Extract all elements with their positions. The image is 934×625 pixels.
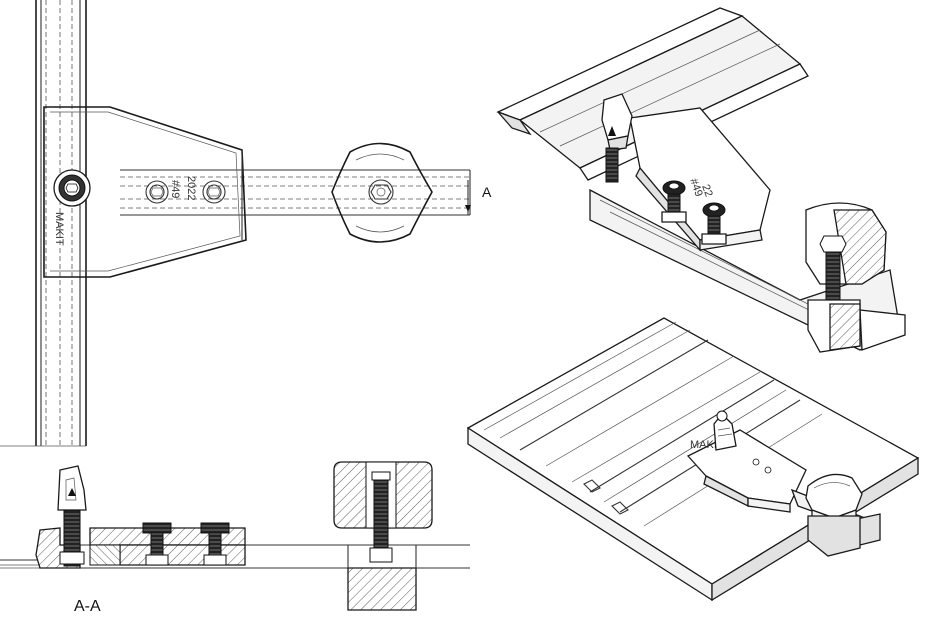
iso-assembly-star-knob bbox=[805, 473, 863, 557]
iso-assembly-clamp bbox=[713, 410, 737, 451]
section-label: A-A bbox=[74, 598, 101, 615]
vertical-rail bbox=[0, 0, 87, 447]
iso-detail-view: #49 22 bbox=[496, 7, 906, 353]
section-marker: A bbox=[465, 180, 492, 215]
section-bolt-1 bbox=[142, 522, 172, 566]
tapered-plate: #49 2022 MAKIT bbox=[43, 106, 247, 278]
section-view: A-A bbox=[0, 461, 470, 615]
plate-code-line2: 2022 bbox=[185, 176, 197, 200]
horizontal-bar bbox=[120, 169, 471, 216]
plate-brand: MAKIT bbox=[53, 212, 65, 246]
iso-bolt-1 bbox=[661, 180, 687, 223]
section-bolt-2 bbox=[200, 522, 230, 566]
plate-code-line1: #49 bbox=[169, 180, 181, 198]
section-star-knob bbox=[333, 461, 433, 611]
iso-code-line1: #49 bbox=[687, 177, 705, 198]
iso-star-knob bbox=[805, 202, 887, 353]
star-knob bbox=[331, 142, 433, 243]
plan-view: #49 2022 MAKIT A bbox=[0, 0, 492, 447]
section-clamp-knob bbox=[57, 465, 87, 567]
rail-knob bbox=[53, 169, 91, 207]
iso-code-line2: 22 bbox=[699, 183, 714, 199]
iso-assembly-view: MAKIT bbox=[466, 317, 920, 602]
iso-clamp-knob bbox=[601, 93, 633, 183]
iso-bolt-2 bbox=[701, 202, 727, 245]
section-marker-label: A bbox=[482, 184, 492, 200]
